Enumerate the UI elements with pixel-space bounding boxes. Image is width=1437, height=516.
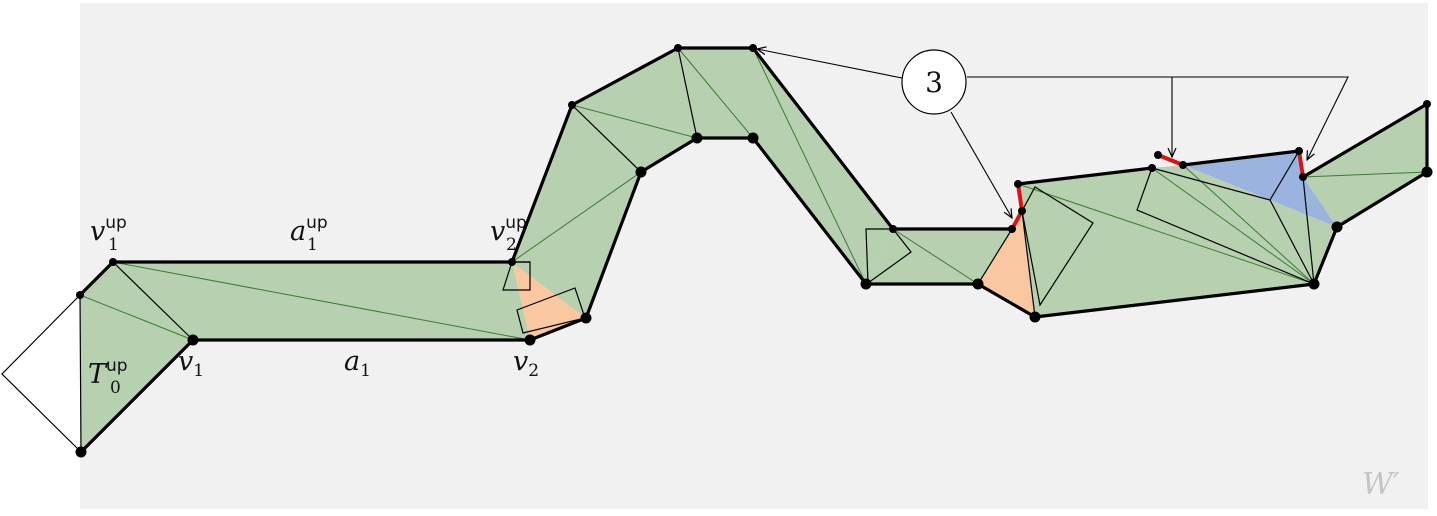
callout-number: 3 <box>925 66 943 99</box>
vertex-v1 <box>187 334 199 346</box>
vertex-v1-up <box>109 258 117 266</box>
upper-boundary-right-b <box>1182 149 1300 167</box>
vertex-v2-up <box>508 258 516 266</box>
cell-top-left <box>572 48 697 172</box>
callout-circle <box>901 49 967 115</box>
vertex-v2 <box>524 334 536 346</box>
cell-t0-up <box>80 262 193 452</box>
cell-right-large <box>1018 165 1337 317</box>
cell-descent <box>753 48 893 284</box>
triangulation-diagonals <box>79 47 1428 341</box>
blue-triangle <box>1183 151 1337 227</box>
vertex-bottom-left <box>75 446 87 458</box>
vertices-large <box>75 132 1433 458</box>
square-right-orange <box>1021 186 1094 307</box>
small-square-middle <box>865 228 912 285</box>
vertices-small <box>76 44 1431 299</box>
left-square-outline <box>1 294 82 453</box>
red-gap-2 <box>1156 153 1185 167</box>
cell-rise-lower <box>512 105 641 340</box>
region-label-w-prime: W′ <box>1362 467 1400 502</box>
label-v2: v2 <box>513 346 539 381</box>
upper-boundary-right-a <box>1017 166 1153 186</box>
callout-arrows <box>757 49 1349 218</box>
red-gap-3 <box>1297 149 1305 179</box>
label-v1: v1 <box>178 346 204 381</box>
cell-right-tip <box>1303 104 1427 227</box>
upper-boundary-top <box>78 46 1012 297</box>
label-a1: a1 <box>344 346 371 381</box>
cell-middle-flat <box>866 229 1012 284</box>
